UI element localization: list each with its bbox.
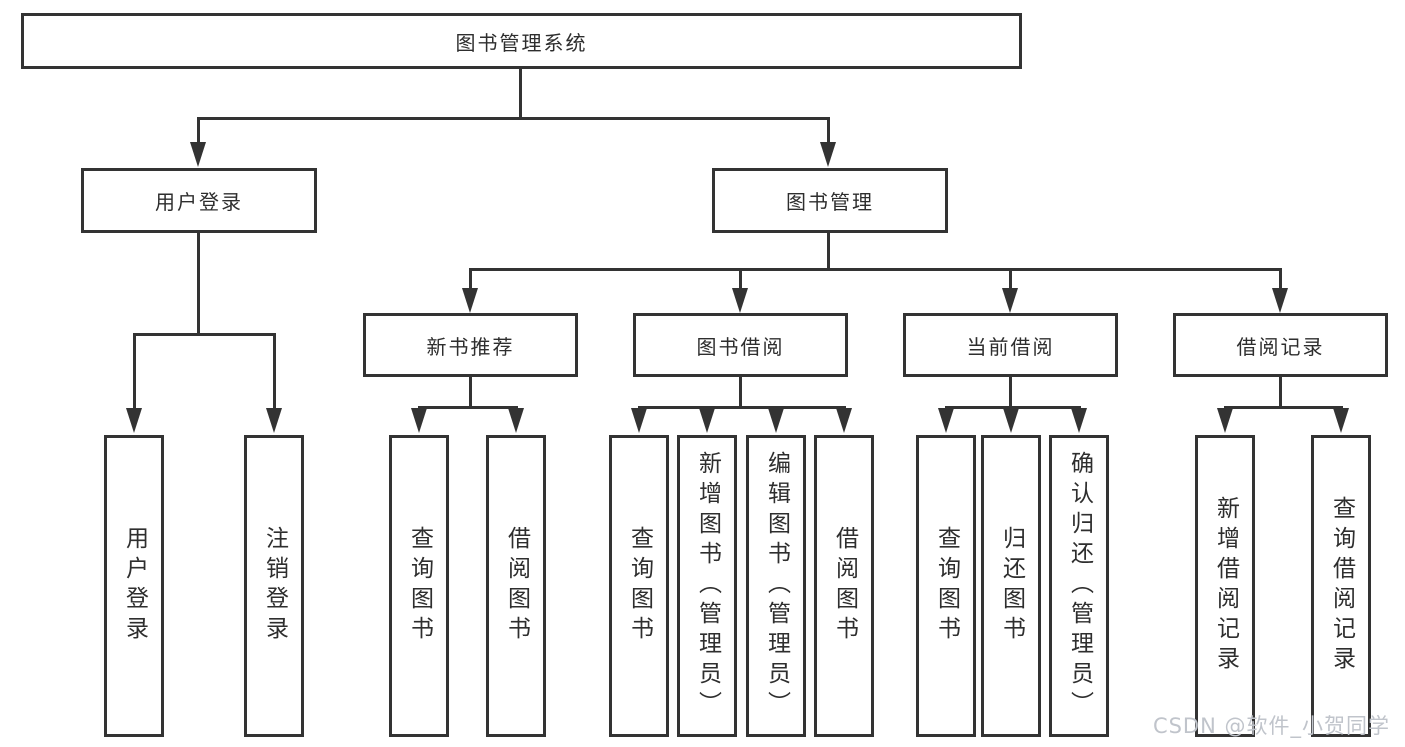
connector-line bbox=[1009, 375, 1012, 409]
connector-line bbox=[197, 231, 200, 335]
leaf-label: 借阅图书 bbox=[831, 526, 858, 646]
arrow-down-icon bbox=[836, 408, 852, 433]
leaf-return-books: 归还图书 bbox=[981, 435, 1041, 737]
leaf-user-login: 用户登录 bbox=[104, 435, 164, 737]
leaf-add-borrow-record: 新增借阅记录 bbox=[1195, 435, 1255, 737]
leaf-label: 编辑图书（管理员） bbox=[763, 451, 790, 721]
arrow-down-icon bbox=[938, 408, 954, 433]
user-login-node: 用户登录 bbox=[81, 168, 317, 233]
arrow-down-icon bbox=[1217, 408, 1233, 433]
leaf-borrow-books: 借阅图书 bbox=[814, 435, 874, 737]
root-node: 图书管理系统 bbox=[21, 13, 1022, 69]
user-login-node-label: 用户登录 bbox=[155, 190, 243, 214]
leaf-label: 借阅图书 bbox=[503, 526, 530, 646]
connector-line bbox=[638, 406, 846, 409]
borrow-records-label: 借阅记录 bbox=[1236, 334, 1325, 359]
connector-line bbox=[197, 117, 200, 145]
arrow-down-icon bbox=[411, 408, 427, 433]
arrow-down-icon bbox=[1071, 408, 1087, 433]
arrow-down-icon bbox=[631, 408, 647, 433]
arrow-down-icon bbox=[462, 288, 478, 313]
connector-line bbox=[133, 333, 276, 336]
leaf-label: 查询借阅记录 bbox=[1328, 496, 1355, 676]
leaf-label: 查询图书 bbox=[933, 526, 960, 646]
book-management-node-label: 图书管理 bbox=[786, 190, 874, 214]
leaf-query-books-borrow: 查询图书 bbox=[609, 435, 669, 737]
leaf-label: 查询图书 bbox=[626, 526, 653, 646]
arrow-down-icon bbox=[732, 288, 748, 313]
leaf-borrow-books-recommend: 借阅图书 bbox=[486, 435, 546, 737]
arrow-down-icon bbox=[126, 408, 142, 433]
leaf-add-book-admin: 新增图书（管理员） bbox=[677, 435, 737, 737]
arrow-down-icon bbox=[190, 142, 206, 167]
connector-line bbox=[1279, 268, 1282, 292]
current-borrow-label: 当前借阅 bbox=[966, 334, 1055, 359]
book-borrow-label: 图书借阅 bbox=[696, 334, 785, 359]
connector-line bbox=[273, 333, 276, 411]
leaf-query-books-current: 查询图书 bbox=[916, 435, 976, 737]
connector-line bbox=[945, 406, 1081, 409]
leaf-label: 注销登录 bbox=[261, 526, 288, 646]
book-borrow-node: 图书借阅 bbox=[633, 313, 848, 377]
connector-line bbox=[1009, 268, 1012, 292]
connector-line bbox=[739, 268, 742, 292]
leaf-label: 新增借阅记录 bbox=[1212, 496, 1239, 676]
leaf-label: 新增图书（管理员） bbox=[694, 451, 721, 721]
leaf-label: 用户登录 bbox=[121, 526, 148, 646]
leaf-label: 查询图书 bbox=[406, 526, 433, 646]
connector-line bbox=[1279, 375, 1282, 409]
borrow-records-node: 借阅记录 bbox=[1173, 313, 1388, 377]
connector-line bbox=[197, 117, 830, 120]
arrow-down-icon bbox=[1333, 408, 1349, 433]
connector-line bbox=[418, 406, 518, 409]
root-node-label: 图书管理系统 bbox=[455, 30, 588, 55]
connector-line bbox=[739, 375, 742, 409]
leaf-query-books-recommend: 查询图书 bbox=[389, 435, 449, 737]
arrow-down-icon bbox=[1272, 288, 1288, 313]
watermark: CSDN @软件_小贺同学 bbox=[1152, 714, 1390, 738]
arrow-down-icon bbox=[1002, 288, 1018, 313]
current-borrow-node: 当前借阅 bbox=[903, 313, 1118, 377]
arrow-down-icon bbox=[768, 408, 784, 433]
connector-line bbox=[827, 117, 830, 145]
connector-line bbox=[519, 66, 522, 120]
leaf-confirm-return-admin: 确认归还（管理员） bbox=[1049, 435, 1109, 737]
arrow-down-icon bbox=[508, 408, 524, 433]
leaf-logout: 注销登录 bbox=[244, 435, 304, 737]
connector-line bbox=[1224, 406, 1343, 409]
arrow-down-icon bbox=[1003, 408, 1019, 433]
book-management-node: 图书管理 bbox=[712, 168, 948, 233]
leaf-query-borrow-record: 查询借阅记录 bbox=[1311, 435, 1371, 737]
new-book-recommend-node: 新书推荐 bbox=[363, 313, 578, 377]
connector-line bbox=[469, 375, 472, 409]
connector-line bbox=[469, 268, 472, 292]
new-book-recommend-label: 新书推荐 bbox=[426, 334, 515, 359]
connector-line bbox=[469, 268, 1282, 271]
connector-line bbox=[133, 333, 136, 411]
connector-line bbox=[827, 231, 830, 271]
leaf-label: 归还图书 bbox=[998, 526, 1025, 646]
arrow-down-icon bbox=[266, 408, 282, 433]
arrow-down-icon bbox=[820, 142, 836, 167]
leaf-label: 确认归还（管理员） bbox=[1066, 451, 1093, 721]
arrow-down-icon bbox=[699, 408, 715, 433]
leaf-edit-book-admin: 编辑图书（管理员） bbox=[746, 435, 806, 737]
